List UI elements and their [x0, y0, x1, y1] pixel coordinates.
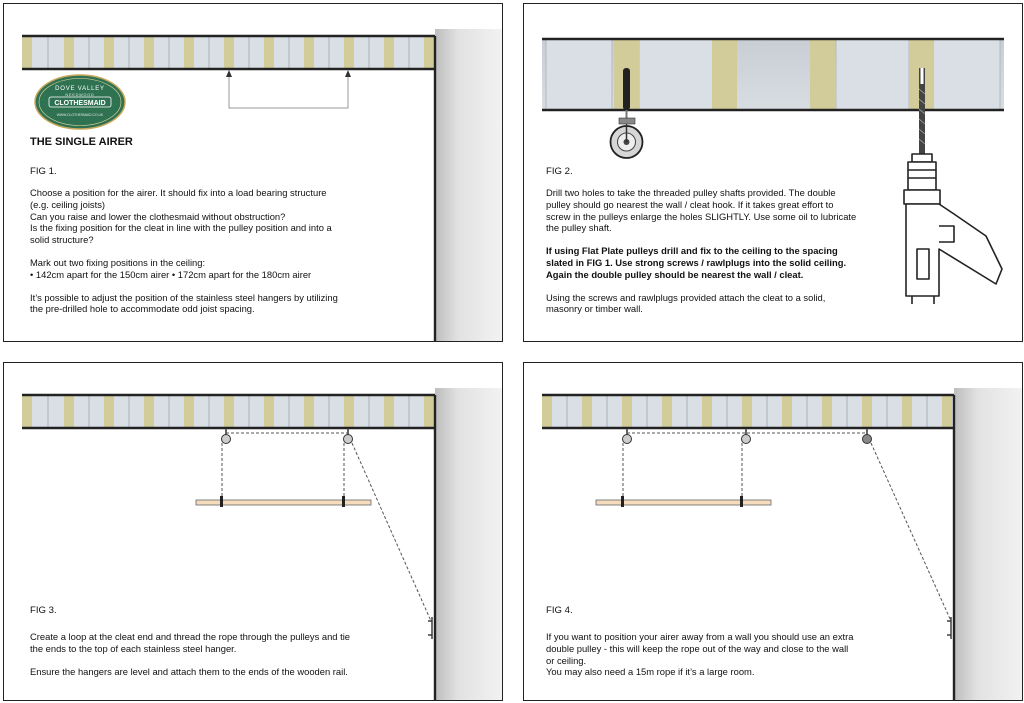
rope — [221, 432, 432, 622]
instruction-line-bold: slated in FIG 1. Use strong screws / raw… — [546, 256, 847, 268]
instruction-line-bold: Again the double pulley should be neares… — [546, 268, 804, 280]
instruction-line: Ensure the hangers are level and attach … — [30, 665, 348, 677]
clothesmaid-logo: DOVE VALLEY NEEDWOOD CLOTHESMAID WWW.CLO… — [34, 74, 126, 130]
panel-fig3: FIG 3. Create a loop at the cleat end an… — [3, 362, 503, 701]
cleat-icon — [947, 617, 952, 639]
fig1-ceiling-diagram: DOVE VALLEY NEEDWOOD CLOTHESMAID WWW.CLO… — [22, 29, 502, 341]
svg-text:DOVE VALLEY: DOVE VALLEY — [55, 86, 105, 92]
panel-fig1: DOVE VALLEY NEEDWOOD CLOTHESMAID WWW.CLO… — [3, 3, 503, 342]
instruction-line: Can you raise and lower the clothesmaid … — [30, 210, 286, 222]
panel-fig4: FIG 4. If you want to position your aire… — [523, 362, 1023, 701]
instruction-line: Is the fixing position for the cleat in … — [30, 222, 332, 234]
instruction-line: solid structure? — [30, 234, 94, 246]
wall — [435, 388, 502, 700]
instruction-line: or ceiling. — [546, 654, 587, 666]
instruction-line: Drill two holes to take the threaded pul… — [546, 187, 836, 198]
fig-label: FIG 2. — [546, 166, 573, 177]
extra-double-pulley-icon — [862, 428, 872, 444]
svg-text:CLOTHESMAID: CLOTHESMAID — [54, 100, 105, 107]
ceiling-joists — [22, 36, 434, 69]
instruction-line: Choose a position for the airer. It shou… — [30, 187, 327, 198]
fig3-rope-diagram — [22, 388, 502, 700]
fig2-instructions: Drill two holes to take the threaded pul… — [546, 187, 896, 315]
instruction-line: pulley should go nearest the wall / clea… — [546, 198, 834, 210]
page-title: THE SINGLE AIRER — [30, 136, 133, 148]
joist-gap-lines — [47, 36, 410, 69]
fig2-drill-diagram — [542, 37, 1004, 304]
instruction-line: If you want to position your airer away … — [546, 631, 854, 642]
instruction-line: masonry or timber wall. — [546, 303, 643, 315]
wooden-rail — [195, 499, 372, 506]
ceiling-joists — [614, 39, 934, 110]
instruction-line: Create a loop at the cleat end and threa… — [30, 631, 351, 642]
svg-text:WWW.CLOTHESMAID.CO.UK: WWW.CLOTHESMAID.CO.UK — [57, 113, 104, 117]
instruction-line: (e.g. ceiling joists) — [30, 198, 106, 210]
drill-bit-icon — [918, 68, 926, 154]
instruction-line: You may also need a 15m rope if it’s a l… — [546, 666, 755, 678]
rope — [622, 432, 952, 622]
double-pulley-icon — [741, 428, 751, 444]
power-drill-icon — [903, 153, 1003, 304]
wall — [435, 29, 502, 341]
fig4-instructions: If you want to position your airer away … — [546, 631, 906, 678]
instruction-line-bold: If using Flat Plate pulleys drill and fi… — [546, 245, 838, 257]
panel-fig2: FIG 2. Drill two holes to take the threa… — [523, 3, 1023, 342]
ceiling-joists — [542, 395, 952, 428]
fig3-instructions: Create a loop at the cleat end and threa… — [30, 631, 400, 677]
instruction-line: Using the screws and rawlplugs provided … — [546, 291, 826, 303]
spacing-marker — [228, 74, 349, 109]
ceiling-joists — [22, 395, 434, 428]
instruction-line: the pre-drilled hole to accommodate odd … — [30, 303, 255, 315]
cleat-icon — [428, 617, 433, 639]
svg-text:NEEDWOOD: NEEDWOOD — [65, 93, 94, 97]
hanger — [342, 496, 345, 507]
pulley-icon — [622, 428, 632, 444]
fig4-rope-diagram — [542, 388, 1022, 700]
fig-label: FIG 4. — [546, 605, 573, 616]
wooden-rail — [595, 499, 772, 506]
fig-label: FIG 3. — [30, 605, 57, 616]
instruction-line: the ends to the top of each stainless st… — [30, 642, 237, 654]
pulley-icon — [221, 428, 231, 444]
instruction-line: double pulley - this will keep the rope … — [546, 642, 849, 654]
fig1-instructions: Choose a position for the airer. It shou… — [30, 187, 400, 315]
instruction-line: screw in the pulleys enlarge the holes S… — [546, 210, 857, 222]
fig-label: FIG 1. — [30, 166, 57, 177]
double-pulley-icon — [343, 428, 353, 444]
hanger — [621, 496, 624, 507]
wall — [954, 388, 1022, 700]
hanger — [740, 496, 743, 507]
arrow-up-icon — [345, 70, 351, 77]
arrow-up-icon — [226, 70, 232, 77]
instruction-line: • 142cm apart for the 150cm airer • 172c… — [30, 268, 312, 280]
instruction-line: the pulley shaft. — [546, 222, 612, 234]
instruction-line: Mark out two fixing positions in the cei… — [30, 256, 206, 268]
hanger — [220, 496, 223, 507]
pulley-icon — [609, 68, 644, 159]
instruction-line: It’s possible to adjust the position of … — [30, 291, 338, 303]
